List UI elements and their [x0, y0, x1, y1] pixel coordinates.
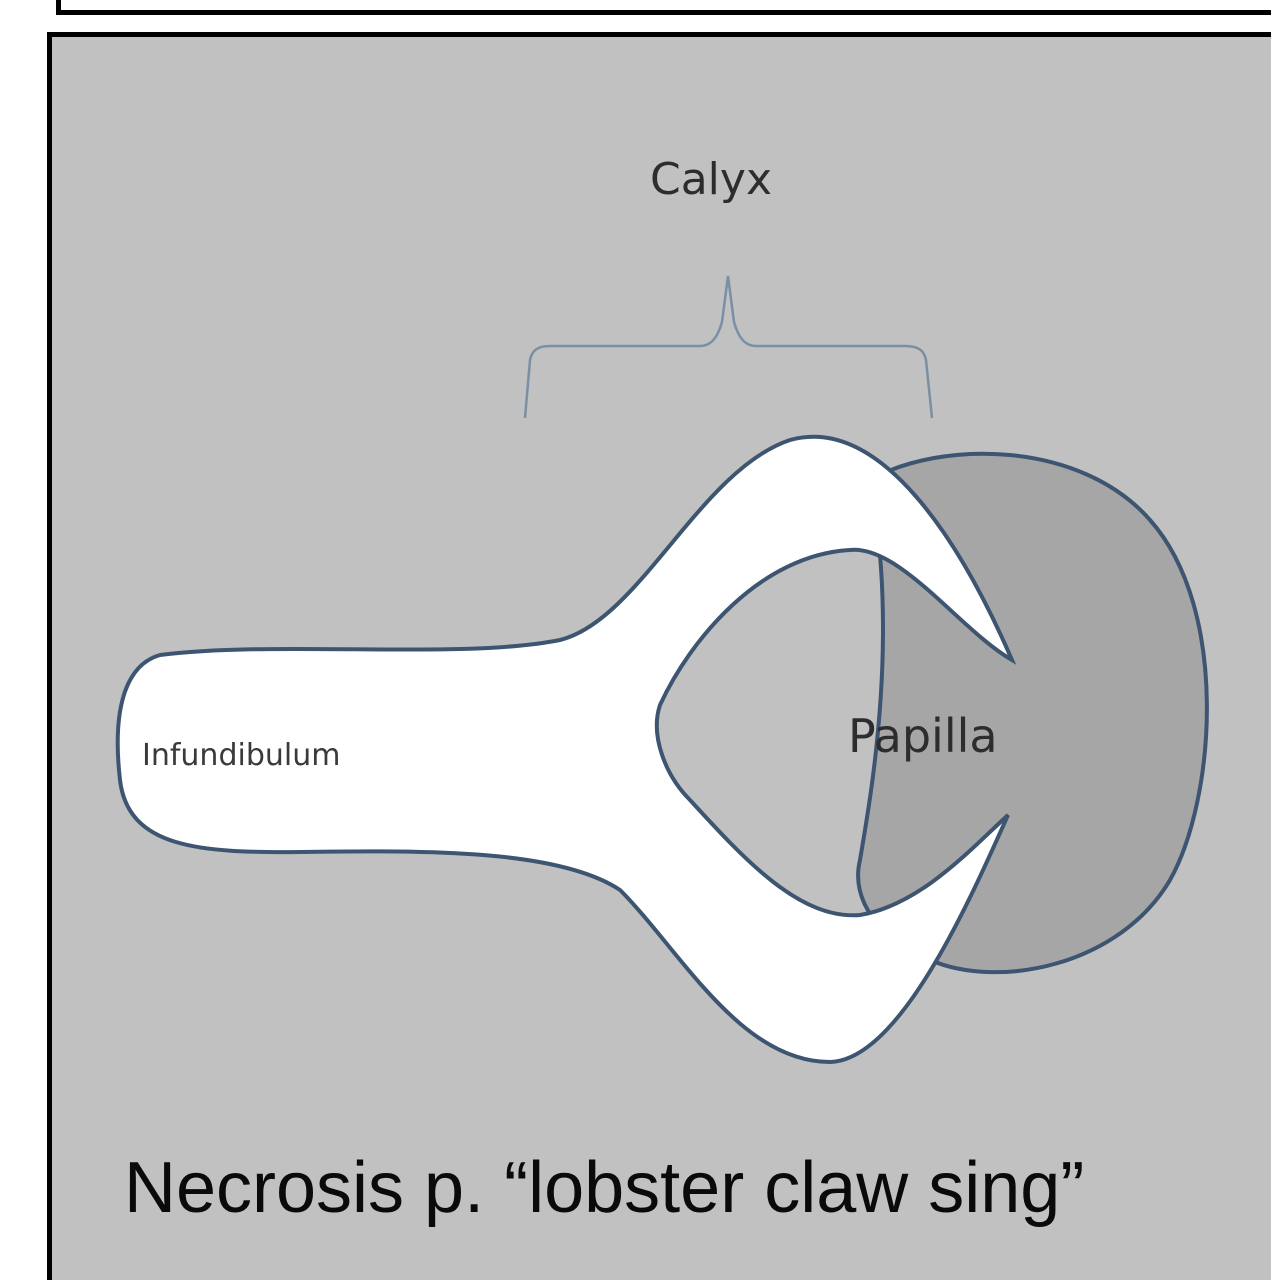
calyx-label: Calyx: [650, 154, 772, 205]
infundibulum-label: Infundibulum: [142, 738, 340, 773]
calyx-bracket: [525, 276, 932, 418]
papilla-label: Papilla: [848, 709, 998, 763]
caption: Necrosis p. “lobster claw sing”: [124, 1152, 1084, 1224]
